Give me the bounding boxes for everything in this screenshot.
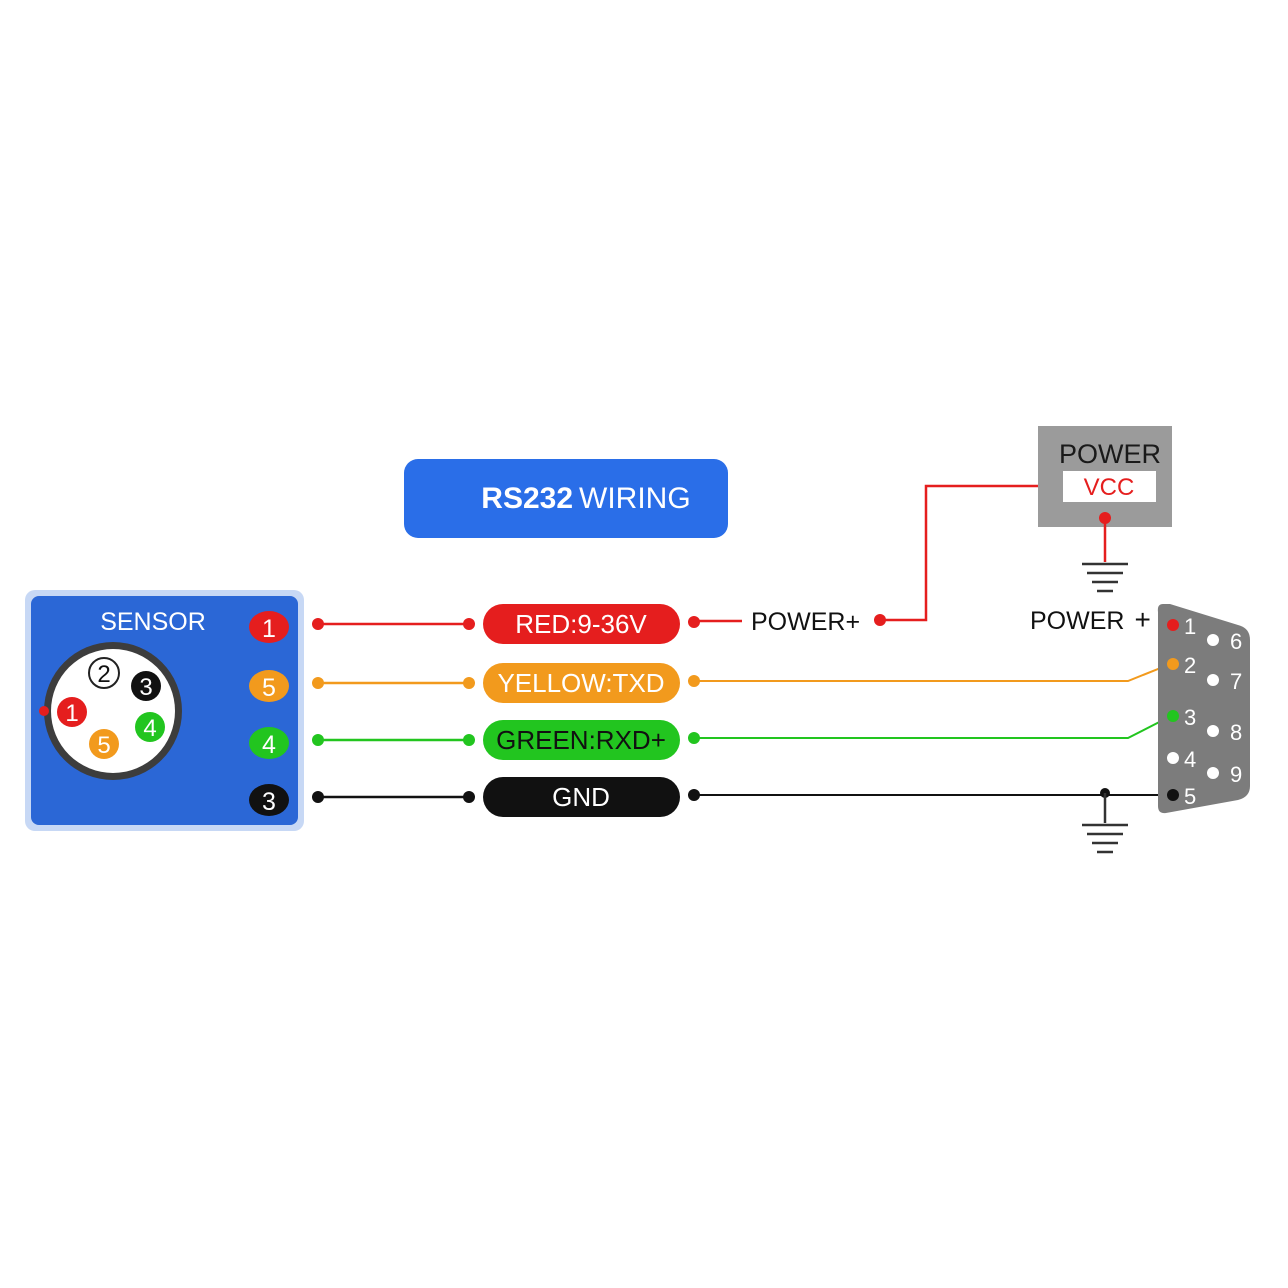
wire-right-segment [694, 714, 1174, 739]
db9-pin-number: 1 [1184, 614, 1196, 639]
title-prefix: RS232 [481, 482, 573, 515]
db9-pin-number: 4 [1184, 747, 1196, 772]
wire-label-pill [483, 720, 680, 760]
db9-pin-number: 5 [1184, 784, 1196, 809]
wire-mid-dot [463, 618, 475, 630]
wire-right-segment [694, 662, 1174, 682]
db9-power-label: POWER+ [1030, 604, 1151, 635]
sensor-pin-badge-3: 3 [249, 784, 289, 816]
title-background [404, 459, 728, 538]
wire-label: YELLOW:TXD [497, 668, 664, 698]
wire-label-pill [483, 663, 680, 703]
power-supply-title: POWER [1059, 439, 1161, 469]
wire-start-dot [312, 791, 324, 803]
title-rest: WIRING [579, 482, 691, 515]
wire-mid-dot [463, 677, 475, 689]
connector-pin-5: 5 [89, 729, 119, 759]
vcc-box [1063, 471, 1156, 502]
sensor-pin-badge-4: 4 [249, 727, 289, 759]
db9-pin-3: 3 [1167, 705, 1196, 730]
wire-mid-dot [463, 734, 475, 746]
power-supply-ground-icon [1082, 562, 1128, 593]
wire-1: RED:9-36V [312, 604, 700, 644]
connector-pin-1: 1 [57, 697, 87, 727]
wire-label-pill [483, 777, 680, 817]
sensor-pin-badge-number: 1 [262, 615, 276, 643]
power-supply: POWER VCC [1038, 426, 1172, 593]
wire-start-dot [312, 618, 324, 630]
wire-2: YELLOW:TXD [312, 662, 1174, 703]
power-supply-wire [880, 484, 1038, 622]
sensor-pin-badge-number: 3 [262, 788, 276, 816]
db9-connector: 1 2 3 4 5 6 7 8 9 [1157, 604, 1250, 814]
db9-pin-number: 8 [1230, 720, 1242, 745]
connector-pin-number: 4 [143, 715, 156, 742]
connector-key-dot [39, 706, 49, 716]
db9-pin-number: 6 [1230, 629, 1242, 654]
sensor-pin-badge-5: 5 [249, 670, 289, 702]
wire-3: GREEN:RXD+ [312, 714, 1174, 760]
connector-pin-number: 2 [97, 661, 110, 688]
connector-pin-number: 5 [97, 732, 110, 759]
db9-pin-9: 9 [1207, 762, 1242, 787]
connector-pin-4: 4 [135, 712, 165, 742]
sensor-pin-badge-number: 4 [262, 731, 276, 759]
wire-label: RED:9-36V [515, 609, 647, 639]
db9-pin-8: 8 [1207, 720, 1242, 745]
connector-pins: 12 3 4 5 [57, 657, 165, 759]
db9-pin-number: 7 [1230, 669, 1242, 694]
wire-start-dot [312, 677, 324, 689]
connector-pin-number: 1 [65, 700, 78, 727]
db9-pins: 1 2 3 4 5 6 7 8 9 [1167, 614, 1242, 809]
wire-label: GREEN:RXD+ [496, 725, 666, 755]
connector-pin-3: 3 [131, 671, 161, 701]
gnd-ground-icon [1082, 788, 1128, 854]
vcc-label: VCC [1084, 474, 1135, 501]
wire-start-dot [312, 734, 324, 746]
power-plus-label: POWER+ [751, 608, 860, 636]
wire-4: GND [312, 777, 1173, 817]
sensor-pin-badge-number: 5 [262, 674, 276, 702]
db9-pin-number: 3 [1184, 705, 1196, 730]
db9-pin-4: 4 [1167, 747, 1196, 772]
db9-pin-6: 6 [1207, 629, 1242, 654]
sensor-pin-badge-1: 1 [249, 611, 289, 643]
db9-pin-2: 2 [1167, 653, 1196, 678]
db9-pin-1: 1 [1167, 614, 1196, 639]
db9-pin-number: 9 [1230, 762, 1242, 787]
db9-shell [1157, 604, 1250, 814]
connector-pin-2: 2 [88, 657, 120, 689]
db9-pin-7: 7 [1207, 669, 1242, 694]
wire-label-pill [483, 604, 680, 644]
db9-pin-number: 2 [1184, 653, 1196, 678]
wires: RED:9-36V YELLOW:TXD GREEN:RXD+ GND [312, 604, 1174, 817]
sensor-label: SENSOR [100, 608, 206, 636]
wire-mid-dot [463, 791, 475, 803]
wire-label: GND [552, 782, 610, 812]
connector-pin-number: 3 [139, 674, 152, 701]
db9-pin-5: 5 [1167, 784, 1196, 809]
